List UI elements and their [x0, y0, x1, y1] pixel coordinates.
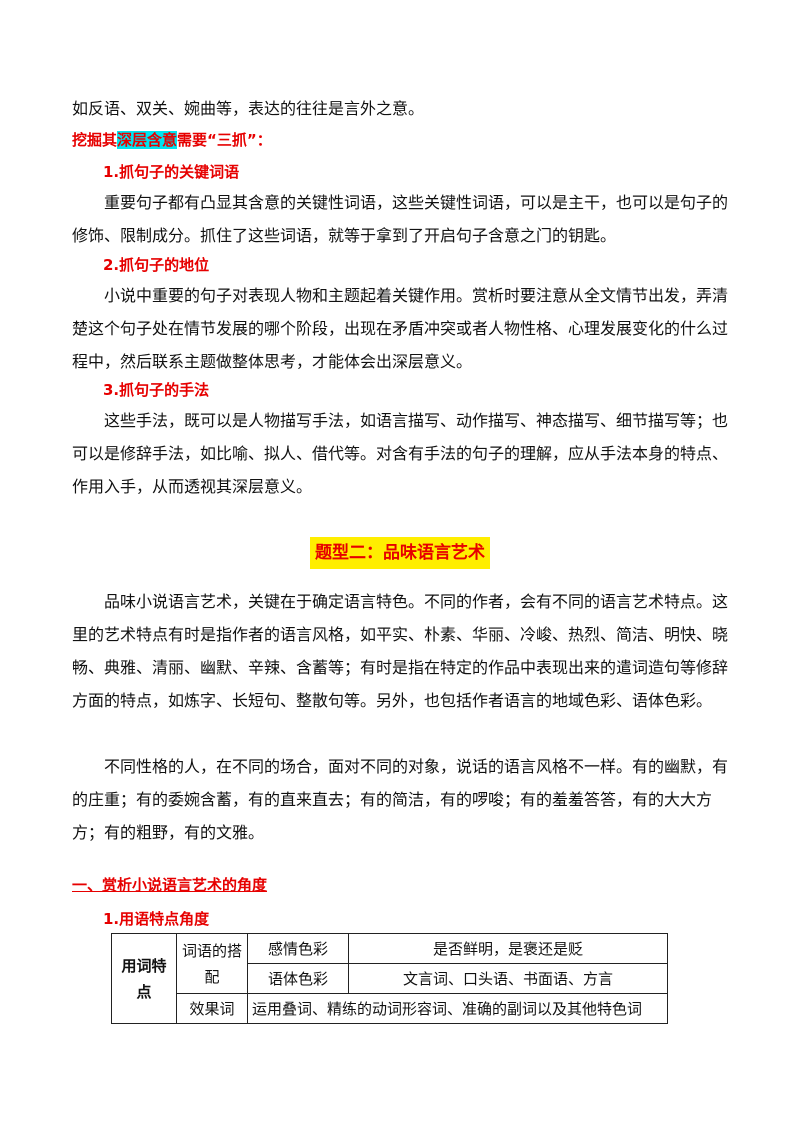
r1-label-cell: 感情色彩 [247, 933, 349, 964]
point-1-heading: 1.抓句子的关键词语 [103, 163, 240, 181]
r1-value-cell: 是否鲜明，是褒还是贬 [348, 933, 668, 964]
table-row: 语体色彩 文言词、口头语、书面语、方言 [112, 963, 668, 994]
r3-label-cell: 效果词 [176, 993, 248, 1024]
point-3-heading: 3.抓句子的手法 [103, 381, 210, 399]
r2-label-cell: 语体色彩 [247, 963, 349, 994]
dig-title-before: 挖掘其 [72, 131, 118, 149]
table-row: 效果词 运用叠词、精练的动词形容词、准确的副词以及其他特色词 [112, 993, 668, 1024]
dig-title-highlight: 深层含意 [117, 131, 178, 149]
section-2-title-wrap: 题型二：品味语言艺术 [0, 537, 800, 569]
language-art-paragraph: 品味小说语言艺术，关键在于确定语言特色。不同的作者，会有不同的语言艺术特点。这里… [72, 592, 729, 710]
point-1-text: 重要句子都有凸显其含意的关键性词语，这些关键性词语，可以是主干，也可以是句子的修… [72, 193, 729, 245]
group-cell: 词语的搭配 [176, 933, 248, 994]
point-3-text: 这些手法，既可以是人物描写手法，如语言描写、动作描写、神态描写、细节描写等；也可… [72, 411, 729, 496]
usage-angle-heading: 1.用语特点角度 [103, 910, 210, 928]
angles-section-title: 一、赏析小说语言艺术的角度 [72, 876, 268, 894]
row-header-cell: 用词特点 [111, 933, 177, 1024]
dig-title-after: 需要“三抓”： [177, 131, 272, 149]
intro-line: 如反语、双关、婉曲等，表达的往往是言外之意。 [72, 99, 425, 118]
table-row: 用词特点 词语的搭配 感情色彩 是否鲜明，是褒还是贬 [111, 933, 668, 1024]
word-usage-table: 用词特点 词语的搭配 感情色彩 是否鲜明，是褒还是贬 语体色彩 文言词、口头语、… [111, 933, 668, 1024]
point-2-heading: 2.抓句子的地位 [103, 256, 210, 274]
point-2-text: 小说中重要的句子对表现人物和主题起着关键作用。赏析时要注意从全文情节出发，弄清楚… [72, 286, 729, 371]
character-style-paragraph: 不同性格的人，在不同的场合，面对不同的对象，说话的语言风格不一样。有的幽默，有的… [72, 757, 729, 842]
section-2-title: 题型二：品味语言艺术 [310, 537, 490, 569]
dig-title: 挖掘其深层含意需要“三抓”： [72, 127, 732, 153]
r2-value-cell: 文言词、口头语、书面语、方言 [348, 963, 668, 994]
r3-value-cell: 运用叠词、精练的动词形容词、准确的副词以及其他特色词 [247, 993, 668, 1024]
